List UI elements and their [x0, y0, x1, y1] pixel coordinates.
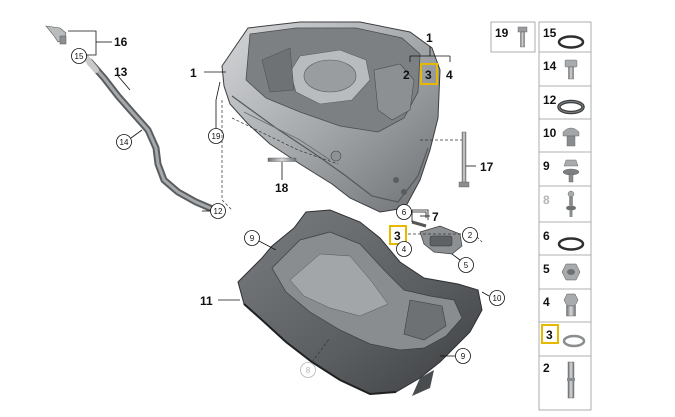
cell-label-10: 10 [543, 126, 557, 140]
engine-underbody-tray[interactable] [237, 209, 483, 396]
callout-7: 7 [432, 210, 439, 224]
clip-small-icon [566, 190, 576, 217]
svg-text:4: 4 [402, 245, 407, 254]
callout-10-circle: 10 [489, 290, 505, 306]
callout-2-circle: 2 [462, 227, 478, 243]
cell-label-14: 14 [543, 59, 557, 73]
callout-19-circle: 19 [208, 128, 224, 144]
parts-table-cell-3[interactable]: 3 [541, 324, 586, 348]
drain-plug-icon [563, 293, 579, 317]
svg-text:19: 19 [212, 132, 221, 141]
callout-2-top: 2 [403, 68, 410, 82]
callout-16: 16 [114, 35, 128, 49]
hex-nut-icon [561, 263, 581, 281]
parts-table-cell-8[interactable]: 8 [543, 190, 576, 217]
parts-table-cell-15[interactable]: 15 [543, 26, 585, 49]
parts-table-cell-9[interactable]: 9 [543, 159, 580, 183]
parts-table-cell-19[interactable]: 19 [495, 26, 528, 48]
screw-icon [564, 59, 578, 80]
svg-text:12: 12 [214, 207, 223, 216]
plug-icon [562, 127, 580, 147]
highlight-box-3-top [420, 63, 438, 85]
svg-text:10: 10 [493, 294, 502, 303]
callout-5-circle: 5 [458, 257, 474, 273]
callout-12-circle: 12 [210, 203, 226, 219]
cell-label-5: 5 [543, 262, 550, 276]
callout-11: 11 [200, 294, 213, 308]
o-ring-icon [557, 35, 585, 49]
svg-text:2: 2 [468, 231, 473, 240]
parts-table-cell-12[interactable]: 12 [543, 93, 585, 115]
callout-1-top: 1 [426, 31, 433, 45]
callout-3-mid: 3 [394, 229, 401, 243]
callout-3-top: 3 [425, 68, 432, 82]
oil-pan[interactable] [221, 21, 441, 213]
svg-text:15: 15 [75, 52, 84, 61]
svg-text:6: 6 [402, 208, 407, 217]
cell-label-3: 3 [546, 328, 553, 342]
cell-label-12: 12 [543, 93, 557, 107]
callout-8-circle: 8 [300, 362, 316, 378]
cell-label-4: 4 [543, 295, 550, 309]
stud-18[interactable] [267, 157, 297, 162]
clip-icon [562, 159, 580, 183]
callout-14-circle: 14 [116, 134, 132, 150]
parts-table [490, 21, 592, 411]
cell-label-2: 2 [543, 361, 550, 375]
long-bolt-17[interactable] [458, 131, 470, 188]
parts-table-cell-2[interactable]: 2 [543, 361, 575, 399]
seal-ring-icon [557, 99, 585, 115]
callout-4-circle: 4 [396, 241, 412, 257]
callout-15-circle: 15 [71, 48, 87, 64]
highlight-box-3-table [541, 324, 559, 344]
dipstick-handle[interactable] [45, 25, 67, 45]
svg-text:5: 5 [464, 261, 469, 270]
callout-13: 13 [114, 65, 128, 79]
svg-text:14: 14 [120, 138, 129, 147]
cell-label-6: 6 [543, 229, 550, 243]
parts-table-cell-6[interactable]: 6 [543, 229, 585, 251]
callout-4-top: 4 [446, 68, 453, 82]
cell-label-15: 15 [543, 26, 557, 40]
callout-6-circle: 6 [396, 204, 412, 220]
svg-text:9: 9 [461, 352, 466, 361]
drain-plug-assembly[interactable] [411, 220, 463, 255]
cell-label-8: 8 [543, 193, 550, 207]
washer-icon [562, 334, 586, 348]
parts-table-cell-4[interactable]: 4 [543, 293, 579, 317]
parts-table-cell-14[interactable]: 14 [543, 59, 578, 80]
callout-18: 18 [275, 181, 289, 195]
bolt-icon [517, 26, 528, 48]
callout-9-circle-b: 9 [455, 348, 471, 364]
cell-label-9: 9 [543, 159, 550, 173]
parts-table-cell-5[interactable]: 5 [543, 262, 581, 281]
callout-9-circle-a: 9 [244, 230, 260, 246]
callout-17: 17 [480, 160, 494, 174]
cell-label-19: 19 [495, 26, 509, 40]
stud-icon [567, 361, 575, 399]
svg-text:9: 9 [250, 234, 255, 243]
callout-1-left: 1 [190, 66, 197, 80]
svg-text:8: 8 [306, 366, 311, 375]
o-ring-icon [557, 237, 585, 251]
parts-table-cell-10[interactable]: 10 [543, 126, 580, 147]
